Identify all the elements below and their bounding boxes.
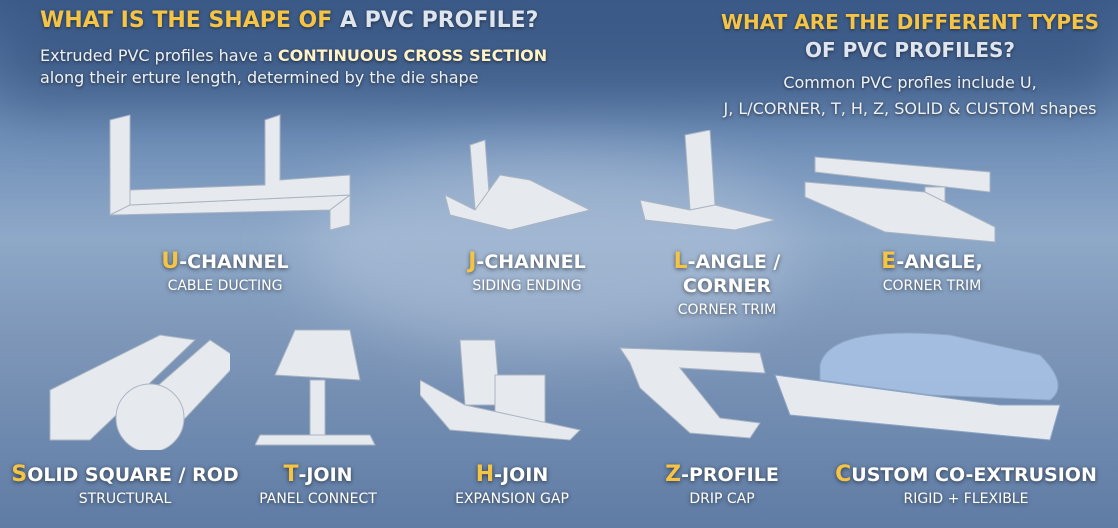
label-title: -PROFILE	[681, 464, 779, 486]
desc-text: Extruded PVC profiles have a	[40, 46, 273, 65]
h-join-image	[420, 339, 582, 441]
label-sub: STRUCTURAL	[78, 491, 172, 507]
label-sub: DRIP CAP	[689, 491, 755, 507]
label-title: -CHANNEL	[476, 251, 586, 273]
heading-grey: A PVC PROFILE?	[339, 8, 539, 33]
desc-text-2: along their erture length, determined by…	[40, 68, 479, 87]
heading-yellow: WHAT IS THE SHAPE OF	[40, 8, 333, 33]
label-sub: CORNER TRIM	[882, 278, 982, 294]
e-angle-image	[804, 156, 996, 243]
desc-text: Common PVC profles include U,	[783, 73, 1037, 92]
right-description: Common PVC profles include U, J, L/CORNE…	[705, 70, 1115, 122]
label-letter: L	[673, 249, 688, 274]
profile-label-custom: CUSTOM CO-EXTRUSION RIGID + FLEXIBLE	[835, 462, 1097, 508]
custom-coextrusion-image	[774, 332, 1061, 441]
profile-label-u-channel: U-CHANNEL CABLE DUCTING	[161, 249, 289, 295]
solid-rod-image	[49, 334, 230, 450]
left-description: Extruded PVC profiles have a CONTINUOUS …	[40, 45, 547, 89]
l-angle-image	[639, 130, 776, 231]
label-letter: U	[161, 249, 180, 274]
label-title: -ANGLE / CORNER	[682, 251, 781, 297]
j-channel-image	[444, 139, 592, 231]
desc-highlight: CONTINUOUS CROSS SECTION	[277, 46, 548, 65]
label-title: OLID SQUARE / ROD	[27, 464, 239, 486]
label-letter: Z	[665, 462, 682, 487]
u-channel-image	[109, 114, 352, 231]
profile-label-h-join: H-JOIN EXPANSION GAP	[455, 462, 569, 508]
left-heading: WHAT IS THE SHAPE OF A PVC PROFILE?	[40, 8, 538, 33]
label-letter: C	[835, 462, 852, 487]
t-join-image	[255, 329, 376, 446]
profile-label-j-channel: J-CHANNEL SIDING ENDING	[468, 249, 586, 295]
label-title: -ANGLE,	[896, 251, 983, 273]
label-title: USTOM CO-EXTRUSION	[851, 464, 1097, 486]
label-sub: CABLE DUCTING	[167, 278, 283, 294]
profile-label-solid-rod: SOLID SQUARE / ROD STRUCTURAL	[11, 462, 239, 508]
label-letter: T	[283, 462, 299, 487]
right-heading: WHAT ARE THE DIFFERENT TYPES OF PVC PROF…	[705, 8, 1115, 64]
heading-grey: OF PVC PROFILES?	[805, 38, 1015, 62]
label-sub: EXPANSION GAP	[455, 491, 569, 507]
label-sub: RIGID + FLEXIBLE	[903, 491, 1029, 507]
profile-label-l-angle: L-ANGLE / CORNER CORNER TRIM	[662, 249, 792, 319]
label-letter: H	[475, 462, 495, 487]
label-letter: S	[11, 462, 28, 487]
label-sub: SIDING ENDING	[472, 278, 582, 294]
label-sub: CORNER TRIM	[677, 302, 777, 318]
profile-label-z-profile: Z-PROFILE DRIP CAP	[665, 462, 779, 508]
profile-label-t-join: T-JOIN PANEL CONNECT	[259, 462, 377, 508]
label-letter: E	[881, 249, 897, 274]
label-title: -CHANNEL	[179, 251, 289, 273]
z-profile-image	[619, 347, 766, 439]
label-title: -JOIN	[494, 464, 549, 486]
background-glow	[300, 150, 800, 350]
heading-yellow: WHAT ARE THE DIFFERENT TYPES	[720, 10, 1100, 34]
label-sub: PANEL CONNECT	[259, 491, 377, 507]
profile-label-e-angle: E-ANGLE, CORNER TRIM	[881, 249, 983, 295]
label-title: -JOIN	[298, 464, 353, 486]
label-letter: J	[468, 249, 477, 274]
right-header-block: WHAT ARE THE DIFFERENT TYPES OF PVC PROF…	[705, 8, 1115, 122]
header-shade	[0, 0, 1118, 110]
desc-text-2: J, L/CORNER, T, H, Z, SOLID & CUSTOM sha…	[723, 99, 1097, 118]
